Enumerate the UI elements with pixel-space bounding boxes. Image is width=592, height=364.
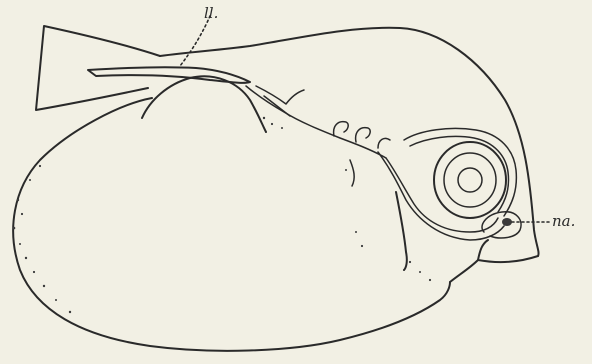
label-ll: ll. (204, 4, 218, 22)
gill-hook-1 (334, 122, 349, 136)
lower-jaw-outline (450, 260, 478, 282)
jaw-outline (478, 240, 538, 262)
yolk-stipple (13, 117, 431, 313)
yolk-stalk-line (246, 86, 386, 158)
gill-hook-3 (378, 138, 390, 148)
branch-vessel-1 (256, 86, 304, 104)
gill-slit-line (396, 192, 407, 270)
branch-vessel-2 (264, 96, 290, 116)
yolk-sac-outline (13, 98, 450, 351)
leader-ll (180, 16, 210, 66)
eye-inner (444, 153, 496, 207)
eye-lens (458, 168, 482, 192)
gill-hook-2 (356, 128, 371, 142)
nasal-pit-loop (482, 212, 521, 238)
nasal-pit (502, 218, 512, 226)
yolk-dome-outline (142, 76, 266, 132)
side-mark (350, 160, 354, 186)
label-na: na. (552, 212, 575, 230)
